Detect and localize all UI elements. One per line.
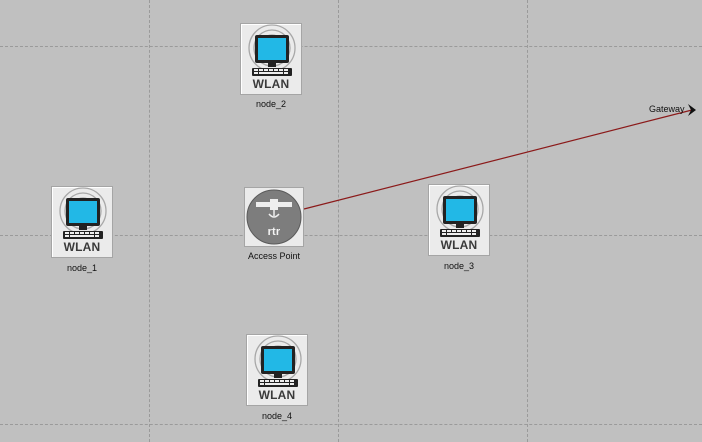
gateway-arrow-icon [688,104,696,116]
wlan-computer-icon [254,335,302,387]
wlan-computer-icon [59,187,107,239]
access-point-badge: rtr [267,226,281,238]
node-badge: WLAN [63,240,101,254]
node-node_2[interactable]: WLAN [240,23,302,95]
node-label[interactable]: node_1 [66,263,98,273]
wlan-computer-icon [436,185,484,237]
node-label[interactable]: node_4 [261,411,293,421]
node-node_1[interactable]: WLAN [51,186,113,258]
grid-line-horizontal [0,235,702,236]
node-badge: WLAN [440,238,478,252]
grid-line-horizontal [0,46,702,47]
access-point-node[interactable]: rtr [244,187,304,247]
grid-line-vertical [338,0,339,442]
node-label[interactable]: node_3 [443,261,475,271]
grid-line-horizontal [0,424,702,425]
node-badge: WLAN [252,77,290,91]
gateway-link[interactable] [303,109,693,210]
grid-line-vertical [527,0,528,442]
node-label[interactable]: node_2 [255,99,287,109]
gateway-label[interactable]: Gateway [649,104,685,114]
node-badge: WLAN [258,388,296,402]
grid-line-vertical [149,0,150,442]
node-node_4[interactable]: WLAN [246,334,308,406]
node-node_3[interactable]: WLAN [428,184,490,256]
access-point-label[interactable]: Access Point [247,251,301,261]
wlan-computer-icon [248,24,296,76]
router-satellite-icon [246,189,302,245]
